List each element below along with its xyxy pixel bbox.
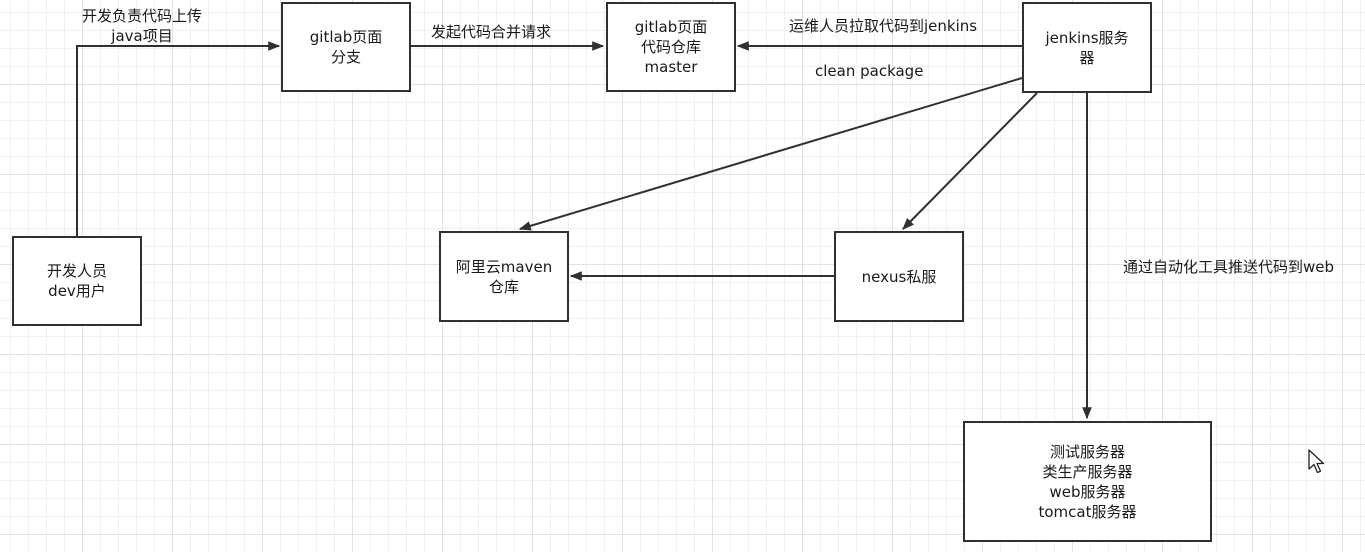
node-jenkins-line-1: jenkins服务 — [1045, 28, 1129, 47]
node-servers-line-1: 测试服务器 — [1049, 442, 1125, 461]
edge-label-jenkins-to-servers-text: 通过自动化工具推送代码到web — [1123, 258, 1335, 276]
node-gitlab-branch-line-2: 分支 — [330, 48, 361, 66]
node-gitlab-master[interactable]: gitlab页面 代码仓库 master — [606, 2, 736, 92]
node-gitlab-branch-line-1: gitlab页面 — [309, 28, 383, 46]
node-servers-line-2: 类生产服务器 — [1042, 462, 1133, 481]
node-nexus[interactable]: nexus私服 — [834, 231, 964, 322]
edge-label-dev-to-branch-line-1: 开发负责代码上传 — [81, 7, 202, 25]
node-aliyun-maven-line-2: 仓库 — [488, 277, 519, 296]
edge-label-clean-package: clean package — [815, 61, 923, 81]
node-gitlab-master-line-2: 代码仓库 — [640, 38, 701, 56]
edge-label-clean-package-text: clean package — [815, 62, 924, 80]
edge-label-branch-to-master: 发起代码合并请求 — [431, 22, 551, 42]
edge-label-jenkins-to-servers: 通过自动化工具推送代码到web — [1123, 257, 1334, 277]
node-aliyun-maven[interactable]: 阿里云maven 仓库 — [439, 231, 569, 322]
edge-jenkins-to-aliyun — [518, 77, 1023, 231]
node-jenkins-line-2: 器 — [1079, 48, 1095, 67]
node-nexus-line-1: nexus私服 — [861, 267, 937, 286]
edge-label-jenkins-to-master-text: 运维人员拉取代码到jenkins — [789, 17, 978, 35]
edge-jenkins-to-nexus — [902, 92, 1038, 230]
node-dev[interactable]: 开发人员 dev用户 — [12, 236, 142, 326]
edge-label-dev-to-branch: 开发负责代码上传 java项目 — [62, 6, 222, 46]
node-dev-line-1: 开发人员 — [46, 262, 107, 280]
node-aliyun-maven-line-1: 阿里云maven — [455, 257, 553, 276]
edge-label-dev-to-branch-line-2: java项目 — [111, 27, 173, 45]
node-servers[interactable]: 测试服务器 类生产服务器 web服务器 tomcat服务器 — [963, 421, 1212, 542]
edge-label-jenkins-to-master: 运维人员拉取代码到jenkins — [789, 16, 977, 36]
node-jenkins[interactable]: jenkins服务 器 — [1022, 2, 1152, 93]
node-gitlab-master-line-1: gitlab页面 — [634, 18, 708, 36]
node-servers-line-3: web服务器 — [1049, 482, 1126, 501]
edge-label-branch-to-master-text: 发起代码合并请求 — [431, 23, 552, 41]
mouse-cursor-icon — [1308, 449, 1325, 474]
node-servers-line-4: tomcat服务器 — [1038, 502, 1137, 521]
node-gitlab-master-line-3: master — [644, 58, 698, 76]
node-gitlab-branch[interactable]: gitlab页面 分支 — [281, 2, 411, 92]
edge-dev-to-branch — [76, 41, 281, 237]
node-dev-line-2: dev用户 — [48, 282, 106, 300]
